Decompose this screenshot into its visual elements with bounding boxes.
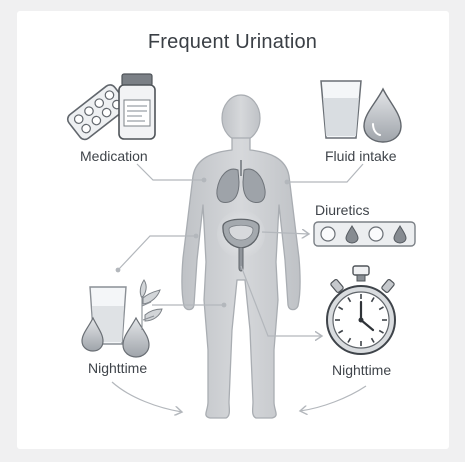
label-nighttime-left: Nighttime: [88, 360, 148, 376]
diuretic-pill-strip-icon: [313, 221, 416, 247]
water-glass-icon: [320, 80, 362, 139]
medicine-bottle-icon: [118, 73, 156, 140]
diagram-title: Frequent Urination: [147, 31, 318, 53]
human-body-silhouette: [181, 94, 301, 419]
label-fluid-intake: Fluid intake: [325, 148, 397, 164]
plant-leaves-icon: [139, 279, 163, 330]
connector-dots: [115, 177, 290, 308]
bladder-icon: [217, 210, 265, 272]
label-diuretics: Diuretics: [315, 202, 370, 218]
label-medication: Medication: [80, 148, 148, 164]
stopwatch-icon: [326, 265, 396, 355]
label-nighttime-right: Nighttime: [332, 362, 392, 378]
water-drop-icon: [363, 87, 402, 143]
lungs-icon: [216, 160, 266, 203]
water-drop-icon: [81, 316, 150, 358]
connector-lines: [111, 163, 367, 412]
